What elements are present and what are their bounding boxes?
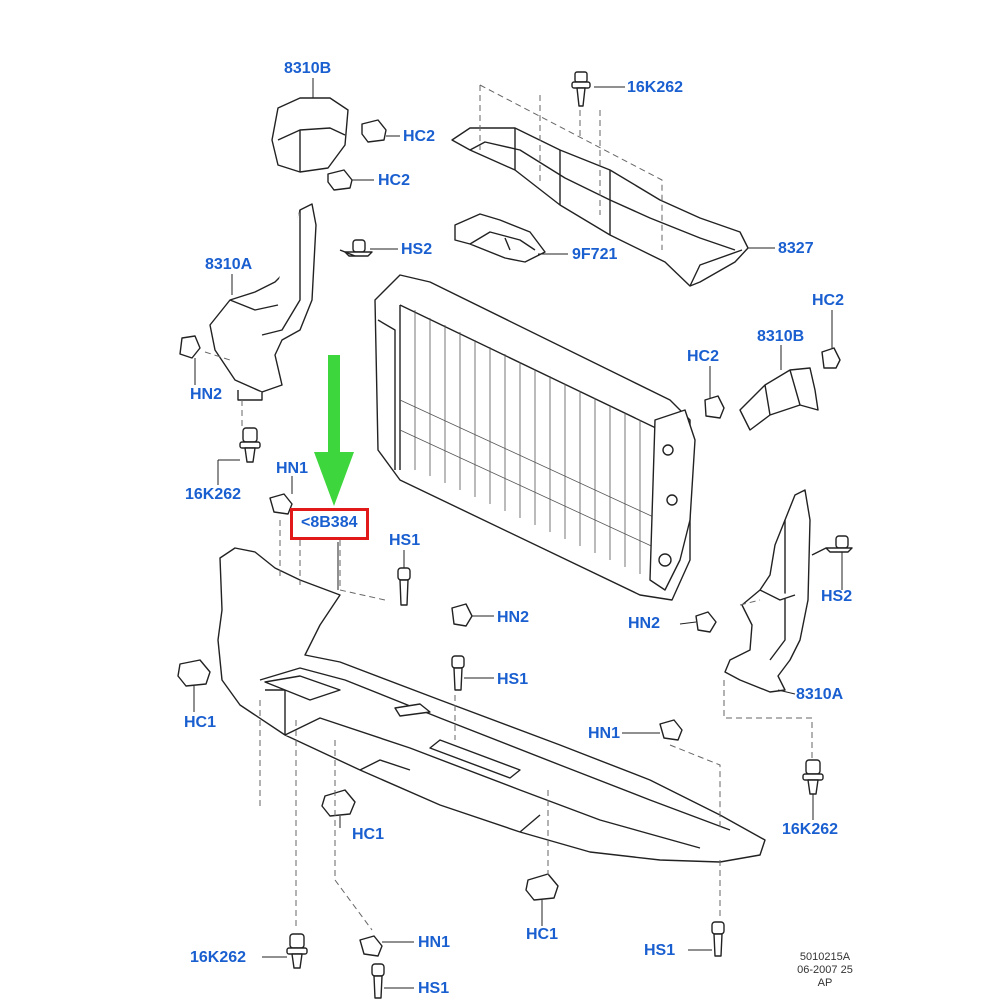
- nut-hn1-left: [269, 493, 293, 515]
- air-deflector-8310b-right: [739, 367, 819, 431]
- air-deflector-8310a-left: [209, 203, 317, 401]
- label-hs2-left[interactable]: HS2: [401, 241, 433, 258]
- label-9f721[interactable]: 9F721: [572, 246, 618, 263]
- label-hn1-bottom[interactable]: HN1: [418, 934, 451, 951]
- label-16k262-top[interactable]: 16K262: [627, 79, 684, 96]
- label-hn2-left[interactable]: HN2: [190, 386, 223, 403]
- dashed-guides-top: [479, 84, 663, 250]
- screw-hs2-right: [811, 535, 853, 556]
- clip-hc1-center: [321, 789, 356, 817]
- clip-hc2-right-top: [821, 347, 841, 369]
- dashed-assembly-guides: [204, 351, 813, 931]
- label-8327[interactable]: 8327: [778, 240, 814, 257]
- label-16k262-bottom[interactable]: 16K262: [190, 949, 247, 966]
- undertray-vents: [264, 675, 521, 779]
- leader-lines: [193, 78, 843, 989]
- radiator-fins: [399, 310, 661, 574]
- air-deflector-8310b-top: [271, 97, 349, 173]
- label-hc2-a[interactable]: HC2: [403, 128, 436, 145]
- label-hn1-left[interactable]: HN1: [276, 460, 309, 477]
- clip-hc2-a: [361, 119, 387, 143]
- bracket-9f721: [454, 213, 546, 263]
- clip-hc2-b: [327, 169, 353, 191]
- label-hc1-center[interactable]: HC1: [352, 826, 385, 843]
- nut-hn2-right: [695, 611, 717, 633]
- label-8b384-highlighted[interactable]: <8B384: [290, 508, 369, 540]
- undertray-splash-shield: [217, 547, 766, 863]
- screw-hs2-left: [339, 239, 373, 257]
- label-8310a-left[interactable]: 8310A: [205, 256, 253, 273]
- deflector-8327: [451, 127, 749, 287]
- diagram-reference: 5010215A 06-2007 25 AP: [790, 951, 860, 990]
- radiator-side-tank: [649, 409, 696, 591]
- green-arrow-icon: [314, 355, 354, 506]
- screw-16k262-right: [802, 759, 824, 795]
- clip-hc1-bottom: [525, 873, 559, 901]
- label-hc2-right-mid[interactable]: HC2: [687, 348, 720, 365]
- screw-hs1-center: [451, 655, 465, 691]
- label-8310b-right[interactable]: 8310B: [757, 328, 805, 345]
- label-hc2-b[interactable]: HC2: [378, 172, 411, 189]
- screw-hs1-upper: [397, 567, 411, 606]
- label-hs1-bottom-right[interactable]: HS1: [644, 942, 676, 959]
- screw-hs1-bottom-right: [711, 921, 725, 957]
- screw-16k262-left: [239, 427, 261, 463]
- nut-hn1-right: [659, 719, 683, 741]
- nut-hn2-center: [451, 603, 473, 627]
- label-hc1-bottom[interactable]: HC1: [526, 926, 559, 943]
- clip-hc1-left: [177, 659, 211, 687]
- screw-16k262-top: [571, 71, 591, 107]
- label-8310b-top[interactable]: 8310B: [284, 60, 332, 77]
- label-hn2-right[interactable]: HN2: [628, 615, 661, 632]
- label-16k262-left[interactable]: 16K262: [185, 486, 242, 503]
- screw-16k262-bottom: [286, 933, 308, 969]
- air-deflector-8310a-right: [724, 489, 811, 693]
- label-hs1-bottom[interactable]: HS1: [418, 980, 450, 997]
- clip-hc2-right-mid: [704, 395, 725, 419]
- label-hc1-left[interactable]: HC1: [184, 714, 217, 731]
- reference-suffix: AP: [817, 977, 833, 989]
- label-hn1-right[interactable]: HN1: [588, 725, 621, 742]
- screw-hs1-bottom: [371, 963, 385, 999]
- label-hs1-upper[interactable]: HS1: [389, 532, 421, 549]
- reference-date: 06-2007 25: [797, 964, 853, 976]
- radiator-assembly: [374, 274, 691, 601]
- label-hc2-right-top[interactable]: HC2: [812, 292, 845, 309]
- label-hs1-center[interactable]: HS1: [497, 671, 529, 688]
- reference-code: 5010215A: [799, 951, 851, 963]
- label-16k262-right[interactable]: 16K262: [782, 821, 839, 838]
- label-8310a-right[interactable]: 8310A: [796, 686, 844, 703]
- nut-hn1-bottom: [359, 935, 383, 957]
- nut-hn2-left: [179, 335, 201, 359]
- label-hn2-center[interactable]: HN2: [497, 609, 530, 626]
- label-hs2-right[interactable]: HS2: [821, 588, 853, 605]
